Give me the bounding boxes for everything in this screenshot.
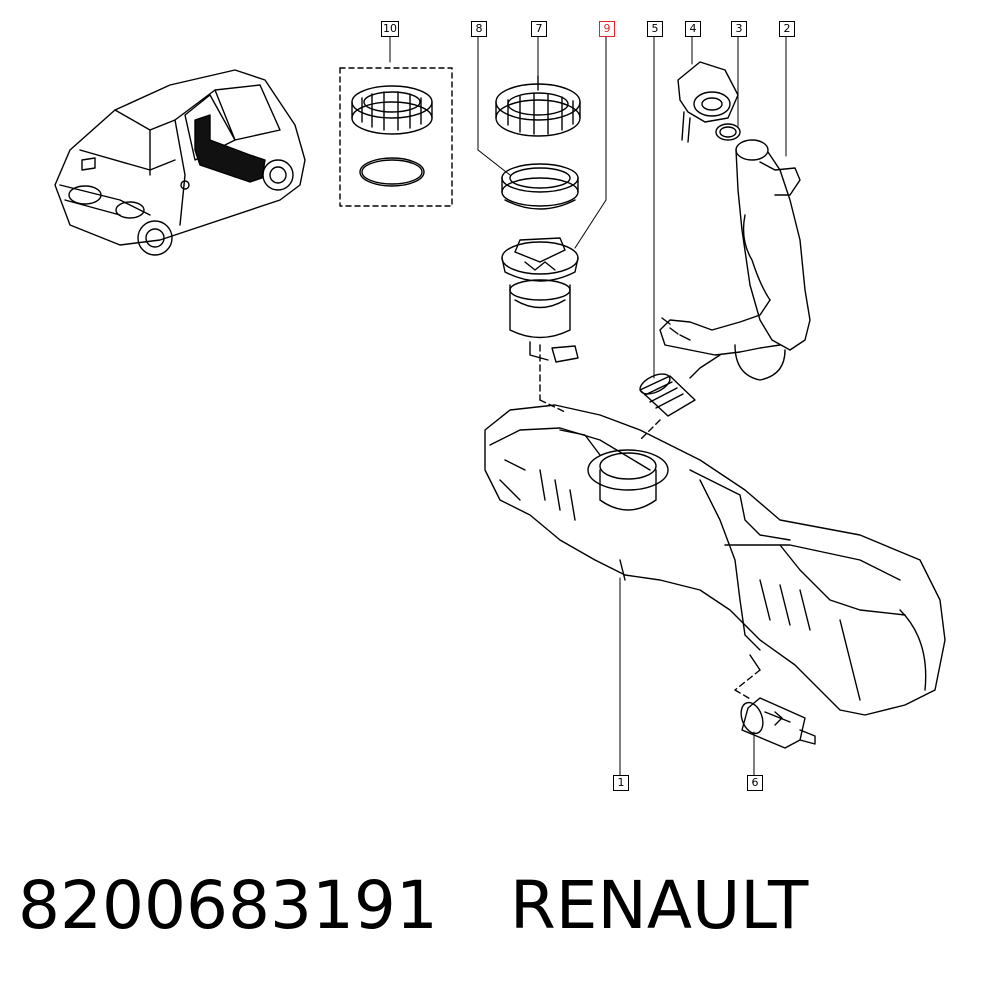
part-8-gasket [501, 163, 579, 210]
car-location-illustration [54, 69, 306, 256]
callout-6: 6 [747, 775, 763, 791]
callout-5: 5 [647, 21, 663, 37]
callout-8: 8 [471, 21, 487, 37]
part-2-filler-neck [659, 139, 811, 381]
part-4-filler-cap [677, 61, 739, 143]
brand-name: RENAULT [509, 866, 809, 944]
part-6-fuel-filter [740, 697, 816, 749]
callout-10: 10 [381, 21, 399, 37]
part-9-fuel-pump-module [501, 237, 579, 413]
part-1-fuel-tank [484, 404, 946, 716]
callout-3: 3 [731, 21, 747, 37]
part-7-locking-ring [495, 75, 581, 137]
part-number: 8200683191 [18, 866, 438, 944]
part-3-o-ring [715, 123, 741, 141]
fuel-tank-location-highlight [194, 114, 266, 183]
part-caption: 8200683191 RENAULT [18, 860, 808, 950]
callout-7: 7 [531, 21, 547, 37]
callout-1: 1 [613, 775, 629, 791]
callout-leader-lines [389, 35, 787, 776]
callout-4: 4 [685, 21, 701, 37]
part-10-ring-and-seal [339, 67, 453, 207]
callout-2: 2 [779, 21, 795, 37]
part-5-filter-sleeve [639, 373, 696, 441]
callout-9-highlighted: 9 [599, 21, 615, 37]
exploded-parts-diagram [54, 35, 946, 776]
